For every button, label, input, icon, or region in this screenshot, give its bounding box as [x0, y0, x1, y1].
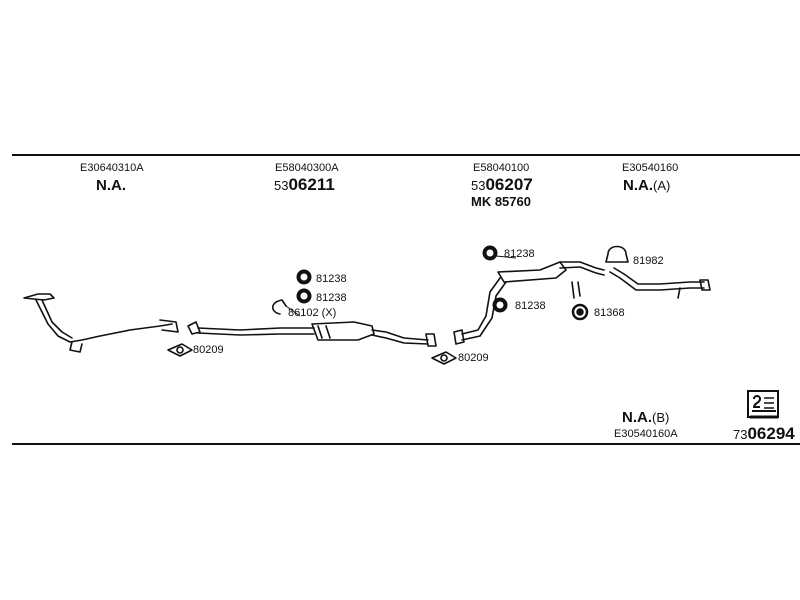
top-divider: [12, 154, 800, 156]
part-label-81238-c: 81238: [504, 248, 535, 260]
column-2-pn-prefix: 53: [274, 178, 289, 193]
rear-silencer: [453, 261, 605, 345]
clamp-icon: [605, 245, 629, 263]
part-label-86102: 86102 (X): [288, 307, 337, 319]
footer-pn-main: 06294: [747, 424, 795, 443]
tail-pipe: [609, 267, 711, 299]
rubber-ring-icon-1: [296, 269, 312, 285]
footer-pn-prefix: 73: [733, 427, 748, 442]
part-label-81982: 81982: [633, 255, 664, 267]
gasket-icon: [167, 343, 193, 357]
part-label-81238-a: 81238: [316, 273, 347, 285]
part-label-80209-b: 80209: [458, 352, 489, 364]
footer-na-label: N.A.(B): [622, 410, 669, 426]
column-3-part-number: 5306207: [471, 176, 533, 194]
column-4-label-main: N.A.: [623, 177, 653, 194]
column-3-code: E58040100: [473, 162, 530, 174]
middle-silencer: [187, 321, 437, 347]
footer-na-suffix: (B): [652, 410, 670, 425]
footer-code: E30540160A: [614, 428, 678, 440]
rubber-ring-icon-2: [296, 288, 312, 304]
gasket-icon-2: [431, 351, 457, 365]
footer-part-number: 7306294: [733, 425, 795, 443]
part-label-80209-a: 80209: [193, 344, 224, 356]
part-label-81368: 81368: [594, 307, 625, 319]
gasket-hole-2: [440, 354, 448, 362]
part-label-81238-d: 81238: [515, 300, 546, 312]
column-3-pn-prefix: 53: [471, 178, 486, 193]
book-manual-icon: [747, 390, 779, 419]
column-3-pn-main: 06207: [485, 175, 533, 194]
column-1-code: E30640310A: [80, 162, 144, 174]
gasket-hole: [176, 346, 184, 354]
footer-na-main: N.A.: [622, 409, 652, 426]
bottom-divider: [12, 443, 800, 445]
column-1-label: N.A.: [96, 177, 126, 194]
column-3-extra: MK 85760: [471, 194, 531, 209]
hanger-hook-icon: [271, 299, 287, 315]
rubber-ring-icon-3: [482, 245, 498, 261]
rubber-ring-icon-4: [492, 297, 508, 313]
column-4-label-suffix: (A): [653, 178, 671, 193]
column-2-code: E58040300A: [275, 162, 339, 174]
column-4-code: E30540160: [622, 162, 679, 174]
column-2-pn-main: 06211: [288, 175, 335, 194]
mount-icon: [571, 303, 589, 321]
column-4-label: N.A.(A): [623, 178, 670, 194]
front-pipe: [23, 293, 179, 353]
part-label-81238-b: 81238: [316, 292, 347, 304]
column-2-part-number: 5306211: [274, 176, 335, 194]
